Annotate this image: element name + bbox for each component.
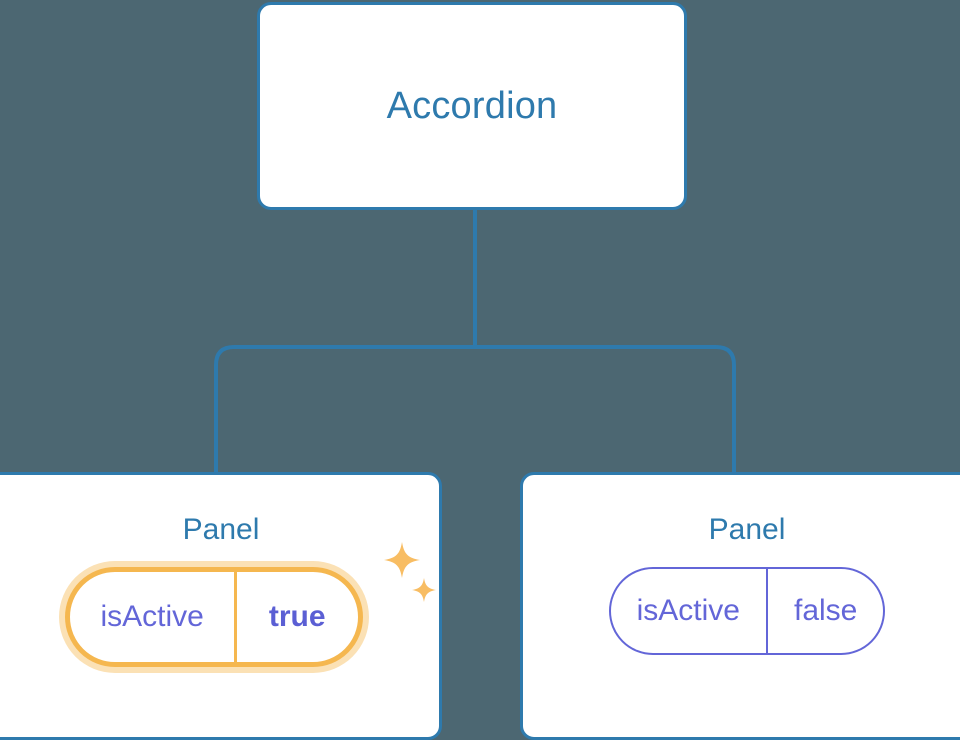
prop-pill-wrap-active: isActive true [0,567,439,667]
prop-value: false [765,569,883,653]
prop-key: isActive [100,600,204,633]
node-panel-active-label: Panel [182,513,260,546]
prop-key: isActive [636,594,740,627]
node-panel-inactive[interactable]: Panel isActive false [520,472,960,740]
node-panel-inactive-label: Panel [708,513,786,546]
prop-pill-wrap-inactive: isActive false [523,567,960,655]
node-accordion-label: Accordion [386,84,558,127]
node-panel-active[interactable]: Panel isActive true [0,472,442,740]
connector-branch [214,345,736,472]
prop-pill-isactive-false[interactable]: isActive false [608,567,886,655]
prop-value: true [233,572,358,662]
prop-pill-isactive-true[interactable]: isActive true [65,567,363,667]
node-accordion[interactable]: Accordion [257,2,687,210]
